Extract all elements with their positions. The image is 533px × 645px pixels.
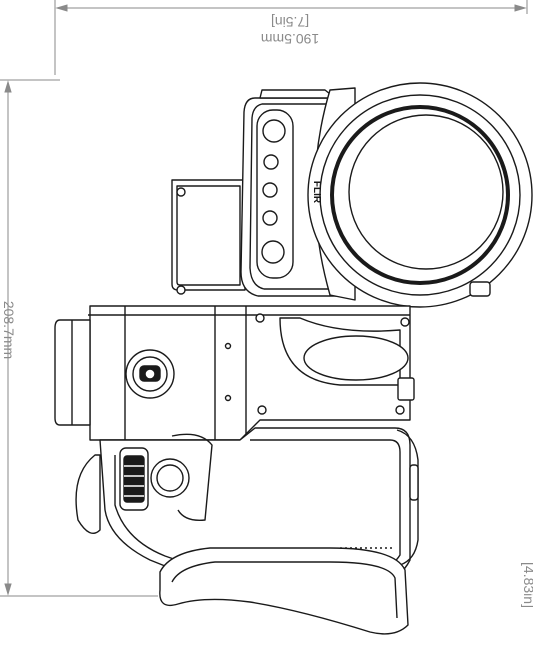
- grip-side-edge: [396, 429, 419, 566]
- height-imperial-label: [4.83in]: [521, 562, 533, 608]
- lens-tab: [469, 281, 491, 297]
- side-lens-cap: [75, 454, 101, 534]
- head-button-1: [262, 119, 286, 143]
- hand-strap: [159, 547, 409, 635]
- width-imperial-label: [7.5in]: [271, 14, 309, 30]
- body-screw-4: [395, 405, 405, 415]
- head-button-3: [262, 182, 278, 198]
- screen-bracket-inner: [176, 185, 241, 286]
- control-knob-inner: [156, 464, 184, 492]
- handgrip-curve: [114, 455, 221, 576]
- hand-strap-inner: [171, 561, 398, 619]
- width-arrow-left: [55, 4, 68, 12]
- body-screw-2: [400, 317, 410, 327]
- head-button-4: [262, 210, 278, 226]
- lens-ring-2: [319, 94, 521, 296]
- body-screw-3: [257, 405, 267, 415]
- lens-outer-ring: [307, 82, 533, 308]
- brand-logo: FLIR: [311, 181, 322, 204]
- height-arrow-top: [4, 80, 12, 93]
- head-button-2: [263, 154, 279, 170]
- camera-body: FLIR: [54, 82, 533, 635]
- height-metric-label-group: 208.7mm: [1, 301, 17, 359]
- side-latch: [397, 377, 415, 401]
- body-screw-1: [255, 313, 265, 323]
- grip-side-button: [409, 464, 419, 501]
- height-dimension: [0, 79, 158, 597]
- brand-logo-group: FLIR: [311, 181, 322, 204]
- width-dimension: [54, 0, 528, 75]
- screen-bracket: [171, 179, 246, 291]
- thumb-rest: [171, 433, 213, 521]
- bracket-screw-top: [176, 187, 186, 197]
- width-arrow-right: [514, 4, 527, 12]
- lens-ring-3: [330, 105, 510, 285]
- handle-cutout: [303, 335, 409, 381]
- body-hole-2: [224, 394, 232, 402]
- trigger-grip: [123, 455, 145, 503]
- bracket-screw-bottom: [176, 285, 186, 295]
- width-metric-label: 190.5mm: [261, 31, 319, 47]
- height-metric-label: 208.7mm: [1, 301, 17, 359]
- camera-head-top: [259, 89, 336, 99]
- focus-knob-center: [144, 368, 156, 380]
- lens-glass: [348, 114, 504, 270]
- width-label-group: 190.5mm [7.5in]: [261, 14, 319, 47]
- camera-head-inner: [249, 103, 335, 290]
- height-imperial-label-group: [4.83in]: [521, 562, 533, 608]
- height-arrow-bottom: [4, 583, 12, 596]
- body-hole-1: [224, 342, 232, 350]
- head-button-5: [261, 240, 285, 264]
